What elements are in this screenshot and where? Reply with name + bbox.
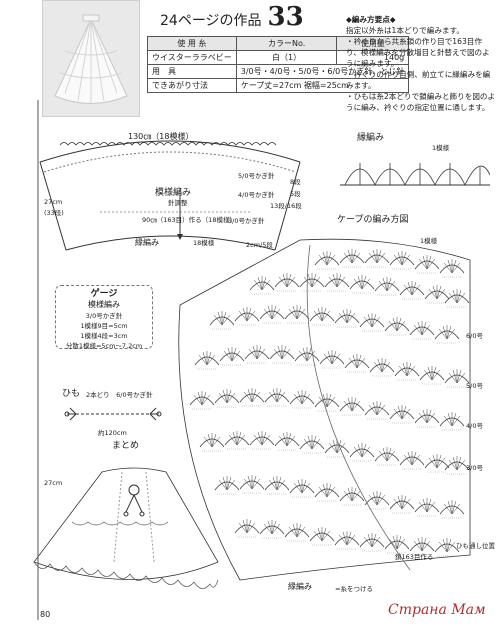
cord-length: 約120cm [98, 429, 127, 437]
needle-label: 針調整 [168, 199, 188, 207]
gauge-line: 分散1模様=5cm〜7.2cm [65, 342, 143, 350]
cord-position-label: ひも通し位置 [456, 542, 495, 550]
cord-diagram [64, 407, 162, 421]
product-photo [42, 0, 140, 117]
table-row: できあがり寸法 ケープ丈=27cm 裾幅=25cm [147, 78, 410, 93]
gauge-subtitle: 模様編み [88, 300, 120, 309]
instruction-line: ・衿ぐりから共糸鎖の作り目で163目作り、模様編みを分散増目と針替えで図のように… [346, 37, 490, 68]
cord-label: ひも [62, 389, 81, 399]
instructions-heading: ◆編み方要点◆ [346, 15, 396, 24]
watermark: Страна Мам [388, 602, 486, 618]
gauge-line: 3/0号かぎ針 [85, 312, 123, 320]
finished-cape-illustration [33, 467, 219, 589]
needle-size-label: 5/0号かぎ針 [238, 172, 275, 180]
work-number: 33 [267, 2, 304, 32]
gauge-box: ゲージ 模様編み 3/0号かぎ針 1模様9目=5cm 1模様4段=3cm 分散1… [55, 285, 153, 350]
table-cell: 使 用 糸 [147, 36, 237, 51]
row-count-label: 13段/16段 [270, 202, 302, 210]
needle-marker: 4/0号 [466, 422, 483, 430]
table-cell: カラーNo. [235, 36, 338, 51]
needle-marker: 6/0号 [466, 332, 483, 340]
gauge-title: ゲージ [90, 289, 118, 299]
instruction-line: 指定以外糸は1本どりで編みます。 [346, 26, 464, 35]
cape-stitch-chart [178, 238, 471, 581]
row-count-label: 8段 [290, 178, 301, 186]
page-number: 80 [40, 610, 51, 619]
finish-length: 27cm [44, 479, 63, 487]
cape-schematic [39, 140, 301, 251]
table-cell: ウイスターララベビー [147, 50, 237, 65]
table-row: 使 用 糸 カラーNo. 使用量 [147, 36, 410, 51]
instruction-line: ・衿ぐりの作り目側、前立てに縁編みを編みます。 [346, 70, 491, 90]
page-title: 24ページの作品 33 [160, 2, 304, 32]
needle-marker: 3/0号 [466, 464, 483, 472]
gauge-line: 1模様9目=5cm [80, 322, 128, 330]
table-row: ウイスターララベビー 白（1） 140g [147, 50, 410, 65]
row-count-label: 5段 [290, 190, 301, 198]
table-cell: できあがり寸法 [147, 78, 237, 93]
needle-size-label: 4/0号かぎ針 [238, 191, 275, 199]
chain-count-label: 鎖163目作る [395, 553, 434, 561]
edging-title: 縁編み [357, 133, 385, 143]
binding-line [37, 100, 39, 620]
edging-left-label: 縁編み [135, 238, 159, 247]
body-label: 模様編み [155, 188, 192, 198]
left-dim-label: 27cm [44, 198, 63, 206]
yarn-attach-note: =糸をつける [335, 585, 373, 593]
table-cell: ケープ丈=27cm 裾幅=25cm [235, 78, 410, 93]
finish-label: まとめ [112, 441, 140, 451]
edging-repeat-label: 1模様 [432, 144, 450, 152]
row-count-label: 2cm/5段 [246, 241, 273, 249]
instruction-line: ・ひもは糸2本どりで鎖編みと飾りを図のように編み、衿ぐりの指定位置に通します。 [346, 92, 496, 112]
instructions: ◆編み方要点◆ 指定以外糸は1本どりで編みます。 ・衿ぐりから共糸鎖の作り目で1… [346, 14, 496, 113]
bottom-edging-label: 縁編み [288, 582, 312, 591]
title-prefix: 24ページの作品 [160, 13, 262, 29]
needle-size-label: 3/0号かぎ針 [228, 217, 265, 225]
gauge-line: 1模様4段=3cm [80, 332, 128, 340]
pattern-repeat-label: 1模様 [420, 237, 438, 245]
bottom-width-label: 90㎝（163目）作る（18模様） [142, 216, 236, 224]
materials-table: 使 用 糸 カラーNo. 使用量 ウイスターララベビー 白（1） 140g 用 … [147, 36, 410, 93]
left-dim-label: (33段) [44, 209, 64, 217]
cape-chart-title: ケープの編み方図 [337, 215, 409, 225]
pattern-count-label: 18模様 [193, 239, 215, 247]
cord-spec: 2本どり 6/0号かぎ針 [86, 391, 153, 399]
top-width-label: 130㎝（18模様） [128, 132, 194, 141]
table-cell: 用 具 [147, 64, 237, 79]
table-cell: 使用量 [336, 36, 410, 51]
table-cell: 白（1） [235, 50, 338, 65]
needle-marker: 5/0号 [466, 382, 483, 390]
edging-chart [340, 163, 490, 186]
